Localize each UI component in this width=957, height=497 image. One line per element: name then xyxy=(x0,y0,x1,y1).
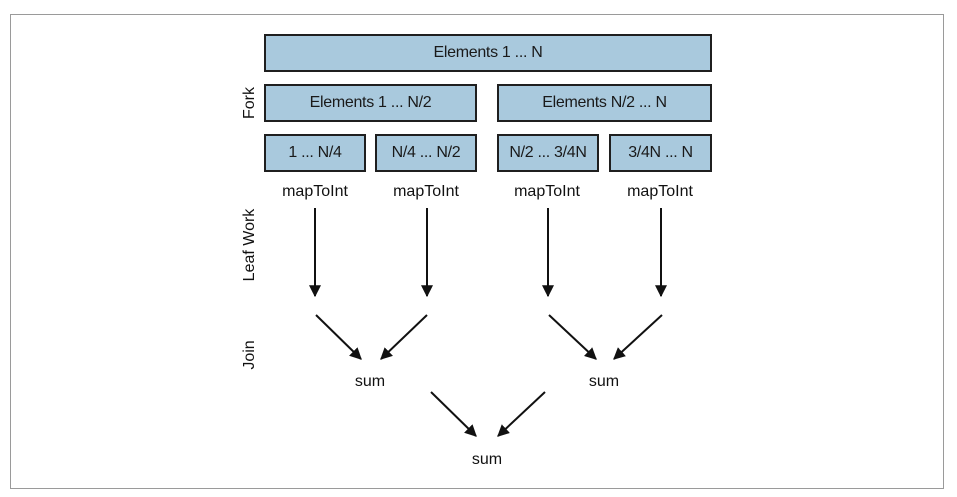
quarter-2-box: N/4 ... N/2 xyxy=(375,134,477,172)
map-to-int-label-4: mapToInt xyxy=(627,183,693,200)
quarter-1-box: 1 ... N/4 xyxy=(264,134,366,172)
sum-total-label: sum xyxy=(471,451,503,468)
sum-right-label: sum xyxy=(588,373,620,390)
join-arrow-1 xyxy=(315,314,362,360)
join-arrow-5 xyxy=(430,391,477,437)
map-to-int-label-3: mapToInt xyxy=(514,183,580,200)
sum-left-label: sum xyxy=(354,373,386,390)
map-to-int-label-1: mapToInt xyxy=(282,183,348,200)
diagram-frame xyxy=(10,14,944,489)
map-to-int-label-2: mapToInt xyxy=(393,183,459,200)
quarter-4-box: 3/4N ... N xyxy=(609,134,712,172)
left-half-box: Elements 1 ... N/2 xyxy=(264,84,477,122)
quarter-3-box: N/2 ... 3/4N xyxy=(497,134,599,172)
right-half-box: Elements N/2 ... N xyxy=(497,84,712,122)
join-arrow-3 xyxy=(548,314,597,360)
join-arrow-2 xyxy=(380,314,428,360)
join-arrow-4 xyxy=(613,314,663,360)
all-elements-box: Elements 1 ... N xyxy=(264,34,712,72)
join-arrow-6 xyxy=(497,391,546,437)
